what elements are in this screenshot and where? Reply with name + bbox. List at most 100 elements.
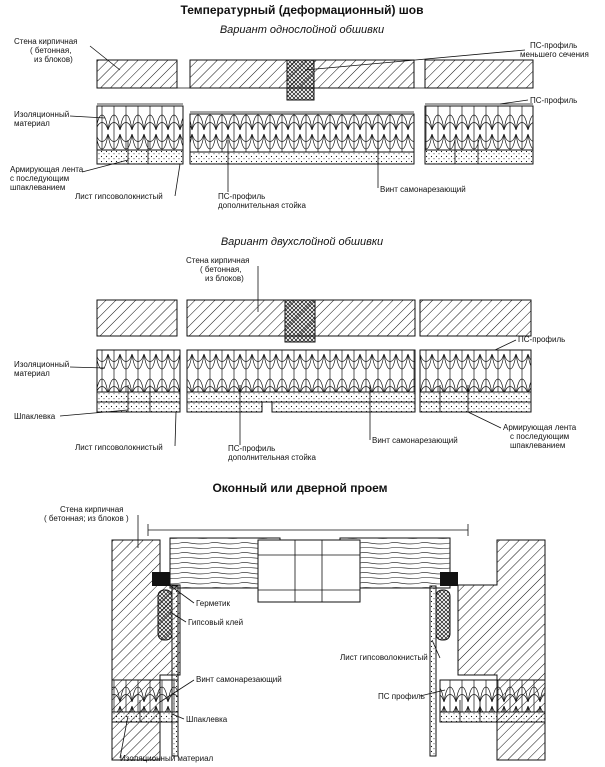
s2-tape-label-3: шпаклеванием xyxy=(510,441,565,450)
s3-screw-label: Винт самонарезающий xyxy=(196,675,282,684)
reveal-board-left xyxy=(171,585,179,757)
variant1-title: Вариант однослойной обшивки xyxy=(220,24,384,36)
s2-gvl-label: Лист гипсоволокнистый xyxy=(75,443,163,452)
board-layer1-right xyxy=(419,391,532,403)
section3-drawing xyxy=(111,524,546,761)
s1-wall-label-2: ( бетонная, xyxy=(30,46,71,55)
board-bottom-left xyxy=(111,711,179,723)
insulation-right xyxy=(419,349,532,393)
insulation-left xyxy=(96,105,184,151)
s3-sealant-leader xyxy=(167,583,195,604)
s3-glue-label: Гипсовый клей xyxy=(188,618,243,627)
joint-insert xyxy=(286,59,315,101)
insulation-bottom-left xyxy=(111,679,179,713)
board-layer2-right xyxy=(419,401,532,413)
s2-tape-leader xyxy=(467,411,502,429)
wall-right xyxy=(457,539,546,761)
variant2-title: Вариант двухслойной обшивки xyxy=(221,236,383,248)
s3-wall-label: Стена кирпичная xyxy=(60,505,123,514)
s1-tape-leader xyxy=(81,159,129,173)
section2-drawing xyxy=(96,299,532,413)
s2-insulation-leader xyxy=(69,366,106,369)
s3-screw-leader xyxy=(159,679,195,703)
section2-labels: Стена кирпичная ( бетонная, из блоков) П… xyxy=(14,256,577,462)
wall-block-right xyxy=(424,59,534,89)
screws xyxy=(139,700,481,722)
s1-ps-leader xyxy=(499,99,529,105)
insulation-left xyxy=(96,349,181,393)
insulation-bottom-right xyxy=(439,679,546,713)
s1-ps-small-label-2: меньшего сечения xyxy=(520,50,589,59)
s2-ps-extra-label: ПС-профиль xyxy=(228,444,275,453)
s1-ps-label: ПС-профиль xyxy=(530,96,577,105)
s3-putty-label: Шпаклевка xyxy=(186,715,228,724)
opening-title: Оконный или дверной проем xyxy=(212,481,387,495)
board-middle xyxy=(189,151,415,165)
s2-ps-label: ПС-профиль xyxy=(518,335,565,344)
board-right xyxy=(424,149,534,165)
s1-tape-label: Армирующая лента xyxy=(10,165,84,174)
board-layer1-left xyxy=(96,391,181,403)
s1-tape-label-3: шпаклеванием xyxy=(10,183,65,192)
s1-gvl-label: Лист гипсоволокнистый xyxy=(75,192,163,201)
insulation-middle xyxy=(186,349,416,393)
s1-wall-leader xyxy=(89,45,121,71)
board-layer2-mid-b xyxy=(271,401,416,413)
s1-insulation-leader xyxy=(69,115,106,119)
s2-insulation-label-2: материал xyxy=(14,369,50,378)
s3-sealant-label: Герметик xyxy=(196,599,231,608)
sealant-right xyxy=(440,572,458,586)
s1-ps-extra-label-2: дополнительная стойка xyxy=(218,201,306,210)
s3-ps-leader xyxy=(419,689,446,697)
wall-block-left xyxy=(96,59,178,89)
s3-glue-leader xyxy=(169,611,187,623)
s2-putty-label: Шпаклевка xyxy=(14,412,56,421)
s3-putty-leader xyxy=(171,713,185,720)
s3-gvl-leader xyxy=(431,639,441,659)
wall-block-right xyxy=(419,299,532,337)
insulation-right xyxy=(424,105,534,151)
s1-tape-label-2: с последующим xyxy=(10,174,69,183)
dimension-line xyxy=(147,524,469,536)
s2-wall-label: Стена кирпичная xyxy=(186,256,249,265)
s3-insulation-label: Изоляционный материал xyxy=(120,754,214,763)
s1-insulation-label-2: материал xyxy=(14,119,50,128)
sash-lines xyxy=(258,540,360,602)
screws xyxy=(127,385,469,412)
s1-gvl-leader xyxy=(174,163,181,197)
s2-ps-extra-label-2: дополнительная стойка xyxy=(228,453,316,462)
glue-right xyxy=(435,589,451,641)
insulation-middle xyxy=(189,113,415,153)
board-bottom-right xyxy=(439,711,546,723)
s1-insulation-label: Изоляционный xyxy=(14,110,69,119)
s2-tape-label: Армирующая лента xyxy=(503,423,577,432)
section3-labels: Стена кирпичная ( бетонная; из блоков ) … xyxy=(44,505,446,763)
profile-lines xyxy=(97,103,533,113)
s2-ps-leader xyxy=(494,339,517,351)
section1-drawing xyxy=(96,59,534,165)
s2-screw-label: Винт самонарезающий xyxy=(372,436,458,445)
s3-wall-label-2: ( бетонная; из блоков ) xyxy=(44,514,129,523)
main-title: Температурный (деформационный) шов xyxy=(180,3,423,17)
s1-wall-label: Стена кирпичная xyxy=(14,37,77,46)
glue-left xyxy=(157,589,173,641)
s2-gvl-leader xyxy=(174,411,177,447)
s2-tape-label-2: с последующим xyxy=(510,432,569,441)
s3-gvl-label: Лист гипсоволокнистый xyxy=(340,653,428,662)
screws xyxy=(127,140,479,164)
board-layer2-mid-a xyxy=(186,401,263,413)
s2-wall-label-3: из блоков) xyxy=(205,274,244,283)
s3-insulation-leader xyxy=(119,715,129,759)
section1-labels: Стена кирпичная ( бетонная, из блоков) П… xyxy=(10,37,589,210)
sealant-left xyxy=(152,572,170,586)
s1-wall-label-3: из блоков) xyxy=(34,55,73,64)
sash-box xyxy=(257,539,361,603)
reveal-board-right xyxy=(429,585,437,757)
board-layer2-left xyxy=(96,401,181,413)
joint-insert xyxy=(284,299,316,343)
board-layer1-middle xyxy=(186,391,416,403)
s3-ps-label: ПС профиль xyxy=(378,692,425,701)
s1-screw-label: Винт самонарезающий xyxy=(380,185,466,194)
board-left xyxy=(96,149,184,165)
